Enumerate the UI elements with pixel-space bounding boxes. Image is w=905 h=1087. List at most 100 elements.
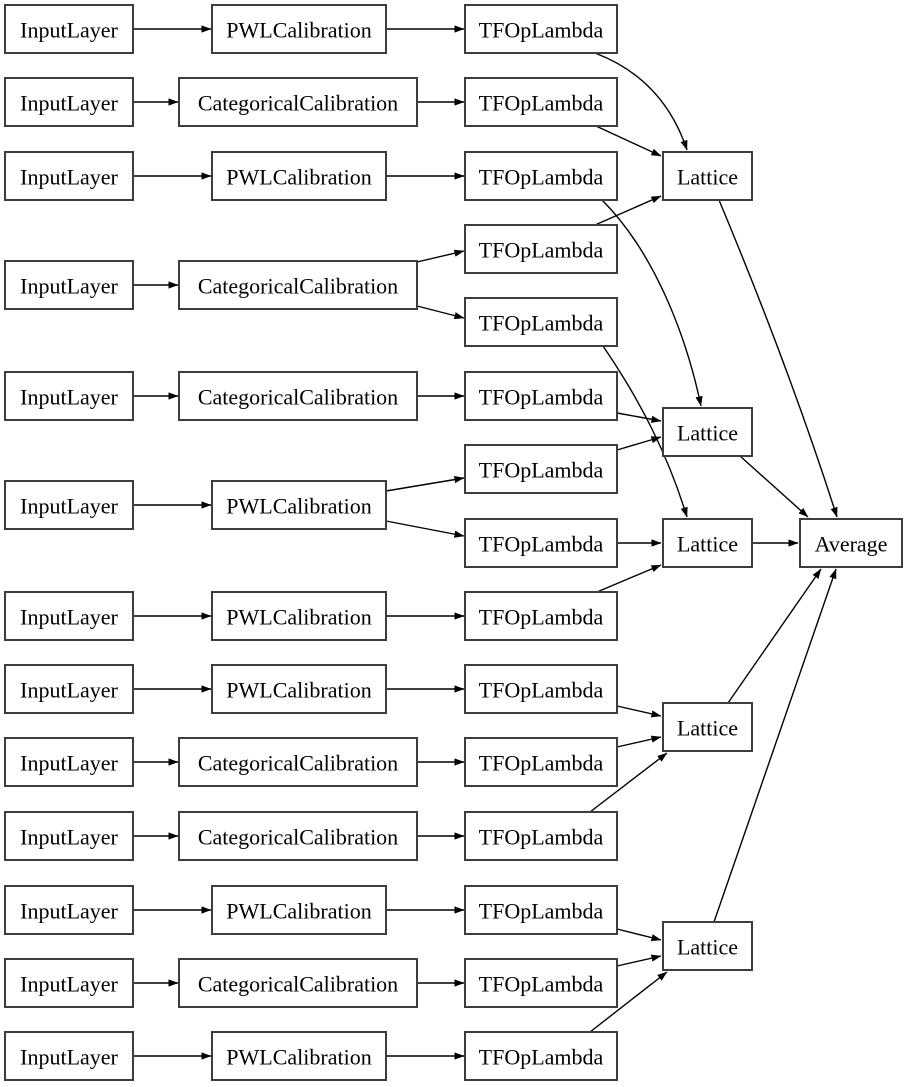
node-box (464, 664, 618, 714)
edge-l2-avg (739, 455, 809, 518)
edge-t3-l2 (601, 199, 703, 407)
node-c6: PWLCalibration (211, 480, 387, 530)
node-box (464, 444, 618, 494)
node-c11: PWLCalibration (211, 885, 387, 935)
node-il3: InputLayer (4, 151, 134, 201)
node-box (4, 737, 134, 787)
node-t12: TFOpLambda (464, 958, 618, 1008)
node-label: InputLayer (20, 899, 118, 924)
node-box (464, 958, 618, 1008)
node-label: Lattice (677, 165, 738, 190)
node-label: InputLayer (20, 825, 118, 850)
edge-c6-t6b (385, 520, 465, 538)
node-label: TFOpLambda (479, 18, 604, 43)
node-t4b: TFOpLambda (464, 297, 618, 347)
node-il4: InputLayer (4, 260, 134, 310)
node-box (4, 885, 134, 935)
node-label: CategoricalCalibration (198, 385, 398, 410)
node-t6a: TFOpLambda (464, 444, 618, 494)
node-l4: Lattice (662, 702, 753, 752)
node-t2: TFOpLambda (464, 77, 618, 127)
node-label: InputLayer (20, 605, 118, 630)
node-box (211, 1031, 387, 1081)
node-label: PWLCalibration (226, 1045, 371, 1070)
node-box (4, 664, 134, 714)
node-label: TFOpLambda (479, 238, 604, 263)
node-label: Lattice (677, 421, 738, 446)
node-t5: TFOpLambda (464, 371, 618, 421)
node-label: InputLayer (20, 91, 118, 116)
node-label: CategoricalCalibration (198, 91, 398, 116)
node-box (464, 591, 618, 641)
node-t4a: TFOpLambda (464, 224, 618, 274)
node-box (662, 151, 753, 201)
node-label: PWLCalibration (226, 18, 371, 43)
node-box (178, 77, 418, 127)
edge-c4-t4b (416, 305, 465, 320)
node-t9: TFOpLambda (464, 737, 618, 787)
edge-t1-l1 (594, 52, 688, 151)
node-box (464, 371, 618, 421)
edge-l1-avg (718, 199, 838, 518)
edge-c4-t4a (416, 249, 465, 263)
node-box (662, 702, 753, 752)
node-il10: InputLayer (4, 811, 134, 861)
node-box (464, 151, 618, 201)
node-c8: PWLCalibration (211, 664, 387, 714)
node-il12: InputLayer (4, 958, 134, 1008)
node-box (464, 77, 618, 127)
node-t10: TFOpLambda (464, 811, 618, 861)
node-c13: PWLCalibration (211, 1031, 387, 1081)
node-t6b: TFOpLambda (464, 518, 618, 568)
node-il6: InputLayer (4, 480, 134, 530)
node-box (4, 151, 134, 201)
node-box (464, 885, 618, 935)
node-label: TFOpLambda (479, 311, 604, 336)
node-box (178, 958, 418, 1008)
node-l3: Lattice (662, 518, 753, 568)
node-c1: PWLCalibration (211, 4, 387, 54)
node-box (464, 737, 618, 787)
node-box (464, 224, 618, 274)
node-box (464, 297, 618, 347)
edge-t2-l1 (595, 125, 662, 157)
node-box (799, 518, 903, 568)
node-label: InputLayer (20, 678, 118, 703)
node-box (464, 518, 618, 568)
edge-t5-l2 (616, 412, 662, 423)
node-label: TFOpLambda (479, 1045, 604, 1070)
node-box (4, 811, 134, 861)
edge-t8-l4 (616, 705, 662, 718)
node-t7: TFOpLambda (464, 591, 618, 641)
node-label: PWLCalibration (226, 494, 371, 519)
node-label: TFOpLambda (479, 385, 604, 410)
node-box (4, 260, 134, 310)
node-label: InputLayer (20, 1045, 118, 1070)
node-c4: CategoricalCalibration (178, 260, 418, 310)
node-label: TFOpLambda (479, 678, 604, 703)
node-box (662, 407, 753, 457)
node-label: Lattice (677, 716, 738, 741)
node-box (4, 1031, 134, 1081)
node-il11: InputLayer (4, 885, 134, 935)
node-box (4, 77, 134, 127)
edge-t13-l5 (589, 971, 668, 1033)
node-t3: TFOpLambda (464, 151, 618, 201)
node-t11: TFOpLambda (464, 885, 618, 935)
node-box (211, 480, 387, 530)
node-label: CategoricalCalibration (198, 972, 398, 997)
node-il1: InputLayer (4, 4, 134, 54)
edge-t11-l5 (616, 928, 662, 942)
node-box (178, 371, 418, 421)
edge-t6a-l2 (616, 436, 662, 451)
node-label: PWLCalibration (226, 165, 371, 190)
edge-t4b-l3 (602, 345, 688, 518)
node-label: TFOpLambda (479, 972, 604, 997)
node-box (464, 4, 618, 54)
node-box (178, 811, 418, 861)
node-il13: InputLayer (4, 1031, 134, 1081)
node-box (4, 958, 134, 1008)
node-label: InputLayer (20, 751, 118, 776)
node-box (4, 480, 134, 530)
